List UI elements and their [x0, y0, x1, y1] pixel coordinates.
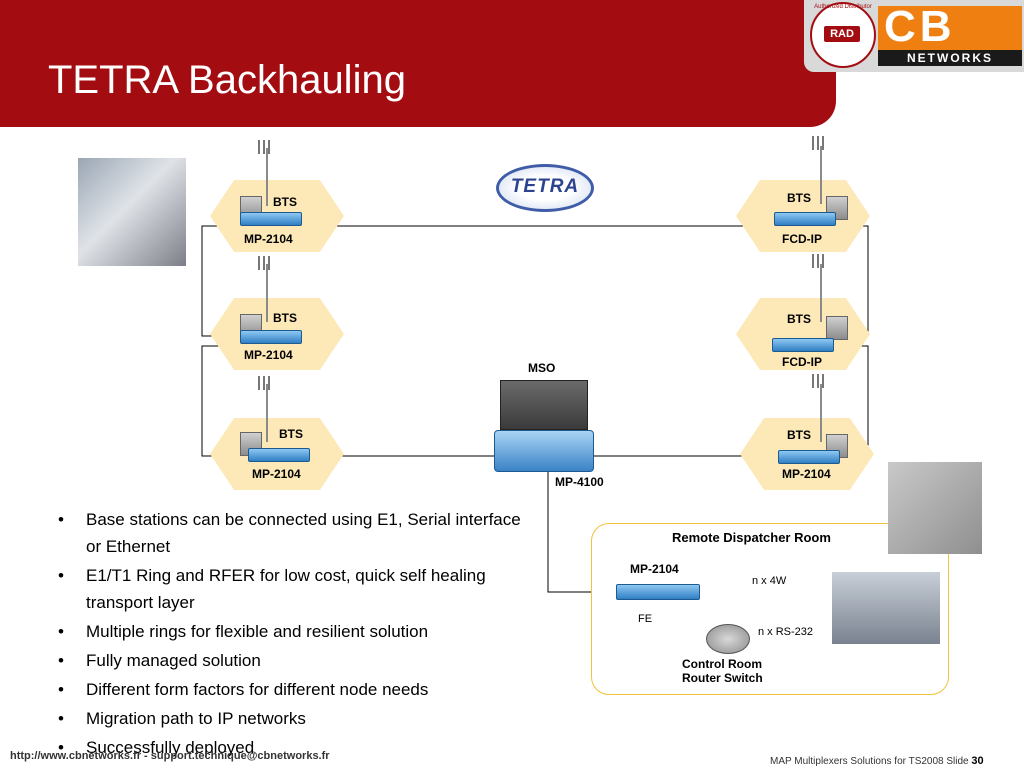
- dispatcher-room-title: Remote Dispatcher Room: [672, 530, 831, 545]
- fcd-ip-device: [772, 338, 834, 352]
- slide-number: 30: [971, 755, 984, 767]
- bts-label: BTS: [787, 428, 811, 442]
- bullet-item: Successfully deployed: [58, 734, 538, 761]
- mso-label: MSO: [528, 361, 556, 375]
- bullet-item: Fully managed solution: [58, 647, 538, 674]
- slide-title: TETRA Backhauling: [48, 58, 406, 102]
- antenna-mast: [266, 384, 268, 442]
- device-label: MP-2104: [244, 232, 293, 246]
- mp-2104-device: [240, 212, 302, 226]
- router-label-line2: Router Switch: [682, 671, 763, 685]
- link-fe-label: FE: [638, 613, 653, 625]
- antenna-mast: [266, 148, 268, 206]
- cb-logo-text: CB: [884, 2, 956, 51]
- tetra-logo-text: TETRA: [510, 176, 580, 197]
- tetra-handset-photo: [888, 462, 982, 554]
- mp-4100-label: MP-4100: [555, 475, 604, 489]
- cb-logo-bar: [878, 50, 1022, 66]
- antenna-icon: [812, 374, 828, 390]
- bts-label: BTS: [279, 427, 303, 441]
- bullet-item: Base stations can be connected using E1,…: [58, 506, 538, 560]
- footer-contact: http://www.cbnetworks.fr - support.techn…: [10, 750, 330, 762]
- device-label: MP-2104: [252, 467, 301, 481]
- seal-ring-text: Authorized Distributor: [814, 4, 872, 10]
- link-4w-label: n x 4W: [752, 575, 787, 587]
- bullet-item: E1/T1 Ring and RFER for low cost, quick …: [58, 562, 538, 616]
- cb-logo-networks: NETWORKS: [907, 51, 993, 65]
- tetra-logo: [496, 164, 594, 212]
- cb-logo-orange: [878, 6, 1022, 50]
- dispatcher-mp-2104-device: [616, 584, 700, 600]
- fcd-ip-device: [774, 212, 836, 226]
- mp-2104-device: [778, 450, 840, 464]
- bullet-item: Migration path to IP networks: [58, 705, 538, 732]
- bts-label: BTS: [273, 195, 297, 209]
- antenna-icon: [812, 136, 828, 152]
- mp-4100-device: [494, 430, 594, 472]
- link-rs232-label: n x RS-232: [758, 626, 814, 638]
- mp-2104-device: [248, 448, 310, 462]
- mso-switch-chassis: [500, 380, 588, 430]
- router-icon: [706, 624, 750, 654]
- device-label: MP-2104: [782, 467, 831, 481]
- dispatcher-device-label: MP-2104: [630, 562, 679, 576]
- bts-label: BTS: [787, 312, 811, 326]
- footer-caption: MAP Multiplexers Solutions for TS2008 Sl…: [770, 756, 969, 767]
- antenna-mast: [820, 146, 822, 204]
- device-label: MP-2104: [244, 348, 293, 362]
- router-label-line1: Control Room: [682, 657, 762, 671]
- control-room-photo: [832, 572, 940, 644]
- authorized-distributor-seal: [810, 2, 876, 68]
- device-label: FCD-IP: [782, 232, 822, 246]
- footer-slide-info: MAP Multiplexers Solutions for TS2008 Sl…: [770, 755, 984, 767]
- bullet-item: Different form factors for different nod…: [58, 676, 538, 703]
- rad-logo: RAD: [824, 26, 860, 42]
- bts-label: BTS: [787, 191, 811, 205]
- antenna-mast: [820, 264, 822, 322]
- title-band: [0, 0, 836, 127]
- antenna-mast: [820, 384, 822, 442]
- bullet-list: Base stations can be connected using E1,…: [58, 506, 538, 763]
- bts-rack-icon: [826, 316, 848, 340]
- police-officer-photo: [78, 158, 186, 266]
- antenna-icon: [812, 254, 828, 270]
- antenna-icon: [258, 376, 274, 392]
- bts-label: BTS: [273, 311, 297, 325]
- mp-2104-device: [240, 330, 302, 344]
- antenna-mast: [266, 264, 268, 322]
- antenna-icon: [258, 140, 274, 156]
- bullet-item: Multiple rings for flexible and resilien…: [58, 618, 538, 645]
- device-label: FCD-IP: [782, 355, 822, 369]
- antenna-icon: [258, 256, 274, 272]
